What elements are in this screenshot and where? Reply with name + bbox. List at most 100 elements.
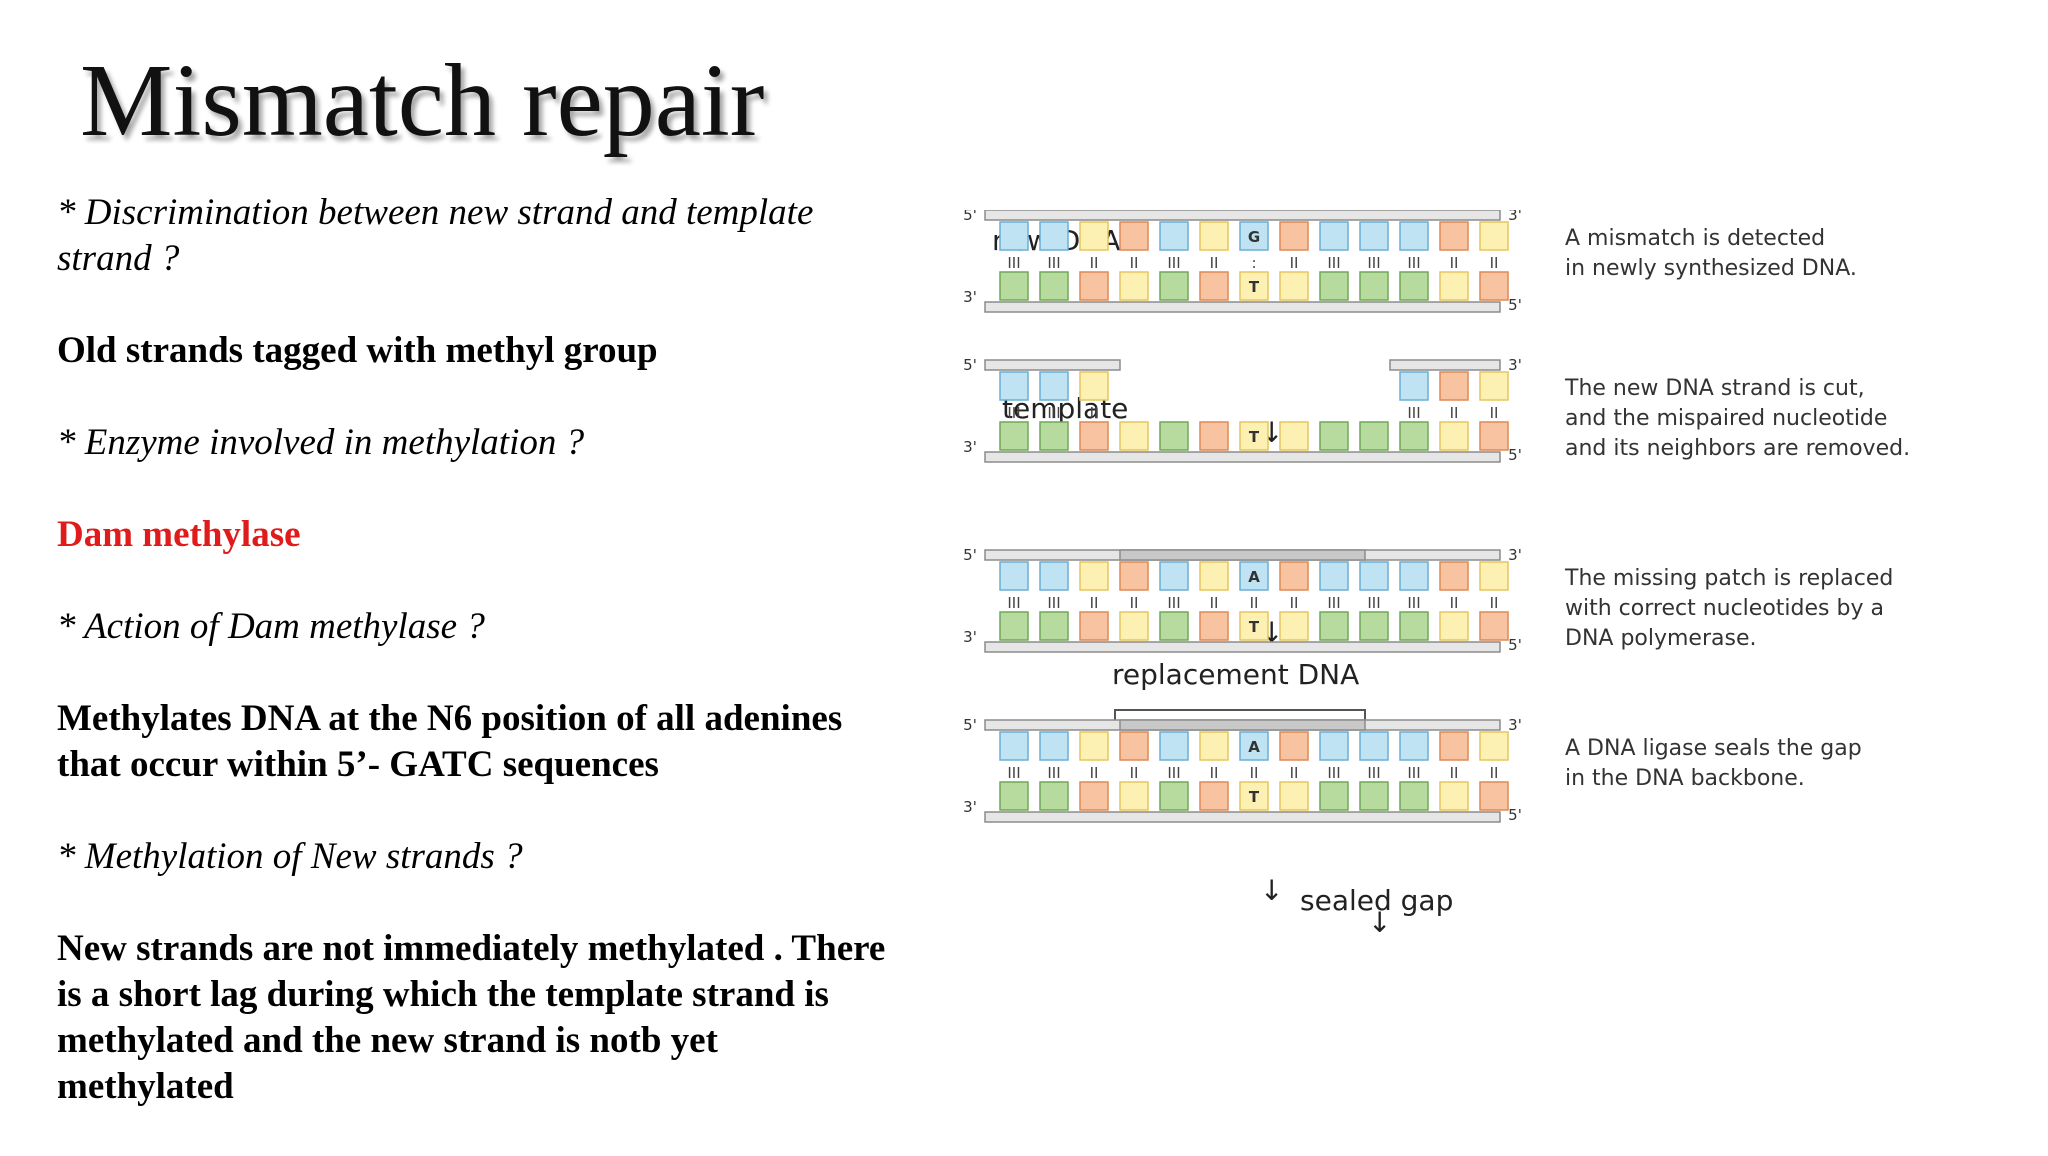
base-pair-bond: II: [1490, 594, 1499, 612]
base-pair-bond: II: [1210, 764, 1219, 782]
top-backbone: [984, 210, 1501, 221]
bottom-nucleotide: [1079, 781, 1109, 811]
base-pair-bond: III: [1007, 254, 1020, 272]
top-nucleotide: [1399, 731, 1429, 761]
bottom-nucleotide: [1439, 271, 1469, 301]
top-nucleotide: [1479, 371, 1509, 401]
label-replacement-dna: replacement DNA: [1112, 658, 1359, 691]
bottom-nucleotide: [1039, 271, 1069, 301]
top-nucleotide: [1039, 561, 1069, 591]
base-pair-bond: III: [1327, 764, 1340, 782]
end-label-5-top: 5': [963, 210, 977, 224]
base-pair-bond: III: [1167, 764, 1180, 782]
bottom-nucleotide: [1239, 271, 1269, 301]
end-label-3-bottom: 3': [963, 798, 977, 816]
bottom-nucleotide: [1039, 781, 1069, 811]
bottom-nucleotide: [1039, 611, 1069, 641]
base-pair-bond: :: [1251, 254, 1256, 272]
base-pair-bond: II: [1210, 594, 1219, 612]
top-nucleotide: [1399, 371, 1429, 401]
base-pair-bond: III: [1407, 404, 1420, 422]
top-nucleotide: [1239, 561, 1269, 591]
question-new-strands: * Methylation of New strands ?: [57, 836, 523, 877]
bottom-backbone: [984, 301, 1501, 313]
top-nucleotide: [1039, 731, 1069, 761]
end-label-5-bottom: 5': [1508, 446, 1522, 464]
replacement-patch-backbone: [1119, 719, 1366, 731]
base-pair-bond: II: [1090, 594, 1099, 612]
top-nucleotide: [999, 371, 1029, 401]
base-pair-bond: III: [1047, 254, 1060, 272]
end-label-3-top: 3': [1508, 210, 1522, 224]
bottom-nucleotide: [1239, 611, 1269, 641]
base-pair-bond: II: [1450, 254, 1459, 272]
bottom-nucleotide: [1119, 781, 1149, 811]
mismatch-repair-diagram: new DNA template replacement DNA sealed …: [963, 210, 1910, 939]
top-nucleotide: [1159, 561, 1189, 591]
top-nucleotide: [1479, 221, 1509, 251]
top-nucleotide: [999, 221, 1029, 251]
bottom-nucleotide: [1399, 271, 1429, 301]
bottom-nucleotide: [999, 781, 1029, 811]
base-pair-bond: III: [1407, 764, 1420, 782]
base-pair-bond: III: [1007, 764, 1020, 782]
base-pair-bond: III: [1007, 404, 1020, 422]
replacement-bracket: [1114, 709, 1366, 720]
top-nucleotide: [1279, 561, 1309, 591]
base-pair-bond: II: [1130, 594, 1139, 612]
bottom-nucleotide: [1199, 611, 1229, 641]
bottom-nucleotide: [1199, 271, 1229, 301]
base-pair-bond: III: [1407, 254, 1420, 272]
bottom-nucleotide: [1479, 781, 1509, 811]
top-nucleotide: [999, 731, 1029, 761]
bottom-base-letter: T: [1249, 428, 1260, 446]
base-pair-bond: III: [1367, 764, 1380, 782]
bottom-nucleotide: [1359, 421, 1389, 451]
bottom-nucleotide: [1239, 781, 1269, 811]
top-nucleotide: [1359, 221, 1389, 251]
bottom-nucleotide: [1199, 781, 1229, 811]
bottom-backbone: [984, 811, 1501, 823]
base-pair-bond: II: [1490, 404, 1499, 422]
top-nucleotide: [1359, 731, 1389, 761]
base-pair-bond: III: [1007, 594, 1020, 612]
base-pair-bond: II: [1090, 404, 1099, 422]
top-nucleotide: [1199, 731, 1229, 761]
top-base-letter: G: [1248, 228, 1260, 246]
bottom-base-letter: T: [1249, 278, 1260, 296]
bottom-nucleotide: [1239, 421, 1269, 451]
base-pair-bond: II: [1290, 254, 1299, 272]
step-description-line: in newly synthesized DNA.: [1565, 256, 1857, 281]
question-discrimination: * Discrimination between new strand and …: [57, 192, 814, 279]
bottom-nucleotide: [1159, 271, 1189, 301]
top-backbone-right: [1389, 359, 1501, 371]
top-nucleotide: [1439, 371, 1469, 401]
base-pair-bond: II: [1250, 764, 1259, 782]
base-pair-bond: II: [1210, 254, 1219, 272]
top-nucleotide: [1399, 561, 1429, 591]
base-pair-bond: III: [1327, 254, 1340, 272]
bottom-nucleotide: [1359, 271, 1389, 301]
bottom-nucleotide: [1319, 611, 1349, 641]
base-pair-bond: III: [1047, 764, 1060, 782]
step-description-line: with correct nucleotides by a: [1565, 596, 1884, 621]
bottom-nucleotide: [1119, 421, 1149, 451]
top-nucleotide: [1479, 561, 1509, 591]
bottom-nucleotide: [1479, 421, 1509, 451]
top-nucleotide: [1399, 221, 1429, 251]
bottom-nucleotide: [1279, 611, 1309, 641]
step-description-line: The missing patch is replaced: [1564, 566, 1893, 591]
bottom-nucleotide: [1439, 421, 1469, 451]
bottom-nucleotide: [1079, 611, 1109, 641]
step-description-line: in the DNA backbone.: [1565, 766, 1805, 791]
end-label-3-bottom: 3': [963, 288, 977, 306]
bottom-nucleotide: [1479, 271, 1509, 301]
base-pair-bond: II: [1290, 594, 1299, 612]
top-nucleotide: [1079, 371, 1109, 401]
end-label-5-bottom: 5': [1508, 636, 1522, 654]
base-pair-bond: III: [1367, 594, 1380, 612]
bottom-nucleotide: [1159, 421, 1189, 451]
end-label-3-bottom: 3': [963, 438, 977, 456]
step-description-line: The new DNA strand is cut,: [1564, 376, 1865, 401]
